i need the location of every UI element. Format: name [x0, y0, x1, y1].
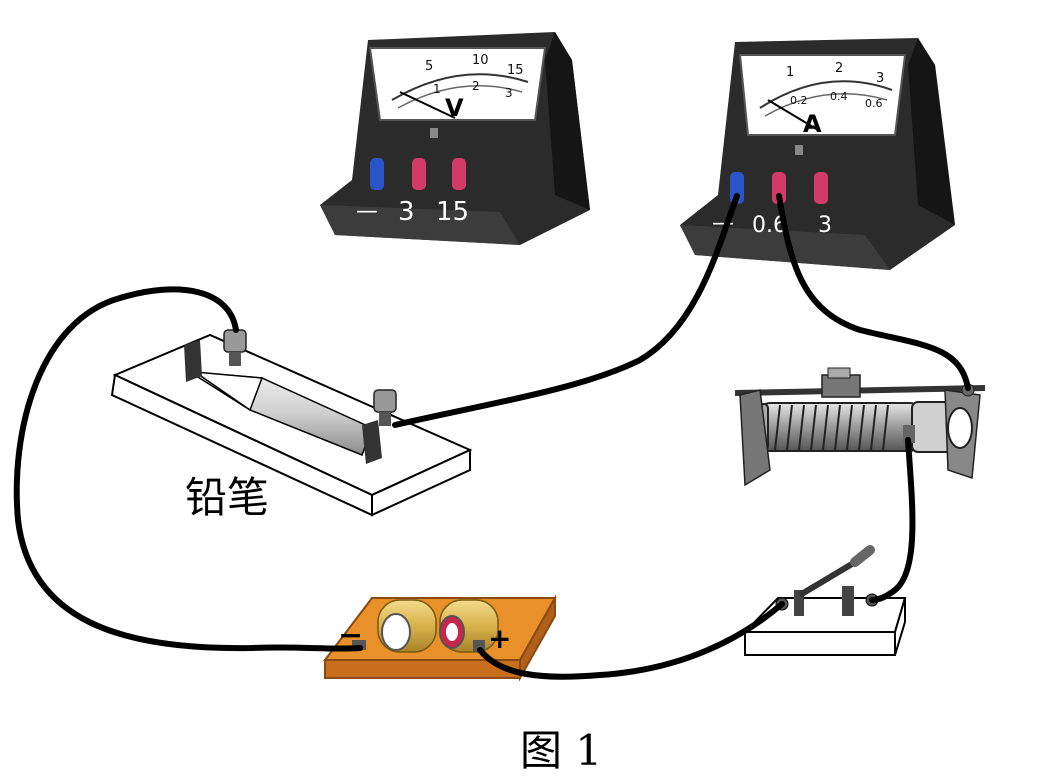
knife-switch: [742, 545, 907, 656]
pencil-board-side: [371, 448, 471, 517]
voltmeter-terminal-negative: [370, 158, 384, 190]
switch-base-front: [744, 631, 896, 656]
wires: [13, 193, 971, 680]
voltmeter-needle: [399, 91, 456, 119]
pencil-lead-holder: 铅笔: [110, 329, 473, 522]
pencil-right-terminal-base: [379, 412, 391, 426]
voltmeter-base: [320, 205, 520, 245]
ammeter-terminal-0-6: [772, 172, 786, 204]
voltmeter-terminal-label: —: [356, 199, 378, 224]
switch-left-clip: [794, 590, 804, 616]
rheostat: [734, 367, 986, 487]
voltmeter-upper-tick: 10: [472, 53, 489, 68]
pencil-right-terminal: [373, 389, 397, 413]
voltmeter-face: [368, 47, 547, 121]
ammeter-scale-arc: [759, 80, 893, 109]
wire-ammeter-06-to-rheostat: [776, 193, 971, 391]
switch-base-side: [894, 597, 906, 656]
ammeter-upper-tick: 1: [786, 65, 794, 80]
figure-caption: 图 1: [520, 726, 602, 775]
ammeter-scale-arc-lower: [764, 93, 888, 117]
voltmeter-lower-tick: 2: [472, 79, 480, 93]
battery-plus-sign: +: [488, 622, 511, 655]
pencil-left-terminal: [223, 329, 247, 353]
voltmeter-side: [545, 32, 590, 210]
ammeter-upper-tick: 3: [876, 71, 884, 86]
ammeter-lower-tick: 0.6: [865, 97, 883, 110]
ammeter-zero-screw: [795, 145, 803, 155]
wire-pencil-right-to-ammeter-negative: [392, 193, 740, 428]
ammeter-needle: [767, 99, 819, 131]
ammeter-symbol: A: [803, 110, 822, 138]
voltmeter-terminal-15: [452, 158, 466, 190]
pencil-left-clip: [184, 340, 202, 382]
ammeter-terminal-3: [814, 172, 828, 204]
ammeter-terminal-negative: [730, 172, 744, 204]
rheostat-windings: [774, 404, 889, 451]
battery-cell-right-end-inner: [446, 623, 458, 641]
battery-negative-terminal: [352, 640, 366, 650]
wire-pencil-left-to-battery-negative: [13, 286, 363, 652]
pencil-label: 铅笔: [185, 473, 269, 522]
voltmeter-terminal-label: 15: [436, 197, 469, 227]
ammeter-side: [908, 38, 955, 225]
rheostat-right-ring: [947, 407, 973, 449]
rheostat-left-stand: [739, 389, 771, 487]
ammeter-lower-tick: 0.2: [790, 94, 808, 107]
ammeter-upper-tick: 2: [835, 61, 843, 76]
voltmeter-terminal-3: [412, 158, 426, 190]
battery-cell-left-end: [381, 613, 411, 651]
battery-box: − +: [322, 594, 557, 682]
voltmeter-scale-arc-lower: [397, 85, 523, 109]
pencil-lead-tip: [192, 370, 264, 412]
voltmeter-lower-tick: 3: [505, 86, 513, 100]
ammeter-base: [680, 225, 890, 270]
voltmeter-lower-tick: 1: [433, 82, 441, 96]
switch-handle: [850, 545, 875, 567]
voltmeter-terminal-label: 3: [398, 197, 415, 227]
wire-switch-to-battery-positive: [477, 601, 785, 680]
ammeter-terminal-label: 3: [818, 213, 832, 238]
voltmeter: 5 10 15 1 2 3 V — 3 15: [320, 32, 590, 245]
pencil-left-terminal-base: [229, 352, 241, 366]
pencil-right-clip: [362, 420, 382, 464]
voltmeter-upper-tick: 15: [507, 63, 524, 78]
switch-right-clip: [842, 586, 854, 616]
voltmeter-scale-arc: [391, 73, 529, 101]
rheostat-slider-knob: [827, 367, 851, 379]
voltmeter-zero-screw: [430, 128, 438, 138]
wire-rheostat-to-switch: [869, 437, 916, 603]
ammeter: 1 2 3 0.2 0.4 0.6 A — 0.6 3: [680, 38, 955, 270]
voltmeter-symbol: V: [445, 94, 464, 122]
voltmeter-upper-tick: 5: [425, 59, 433, 74]
ammeter-lower-tick: 0.4: [830, 90, 848, 103]
